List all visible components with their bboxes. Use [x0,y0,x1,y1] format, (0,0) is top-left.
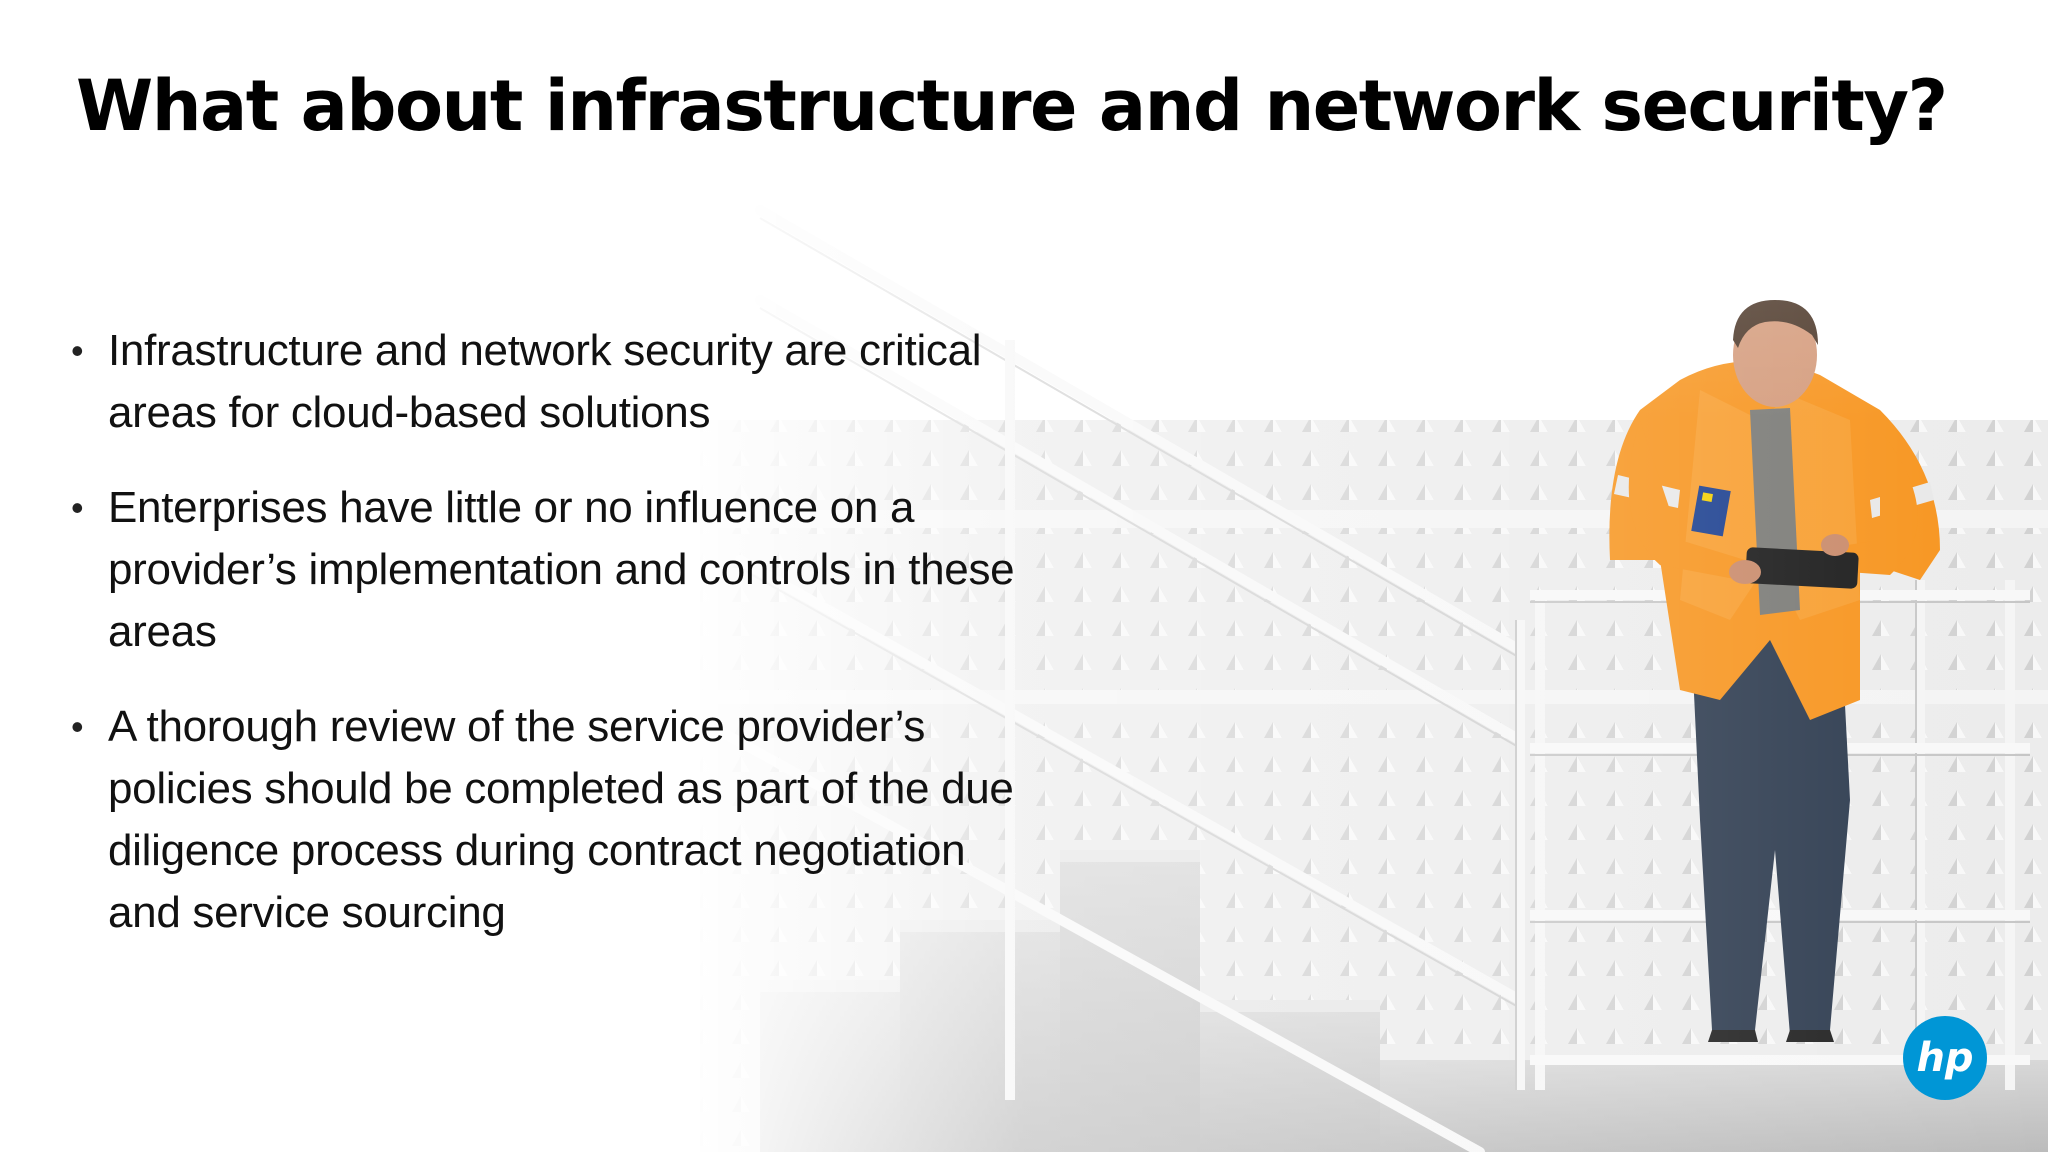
bullet-dot-icon: • [71,330,84,371]
bullet-text: Enterprises have little or no influence … [108,483,1015,656]
bullet-dot-icon: • [71,706,84,747]
bullet-text: A thorough review of the service provide… [108,702,1014,937]
bullet-item: • Infrastructure and network security ar… [68,320,1028,444]
bullet-item: • Enterprises have little or no influenc… [68,477,1028,663]
bullet-list: • Infrastructure and network security ar… [68,320,1028,977]
hp-logo-icon: hp [1903,1016,1987,1100]
bullet-dot-icon: • [71,487,84,528]
bullet-text: Infrastructure and network security are … [108,326,982,437]
bullet-item: • A thorough review of the service provi… [68,696,1028,944]
slide-title: What about infrastructure and network se… [76,65,1948,147]
hp-logo-text: hp [1916,1035,1973,1081]
